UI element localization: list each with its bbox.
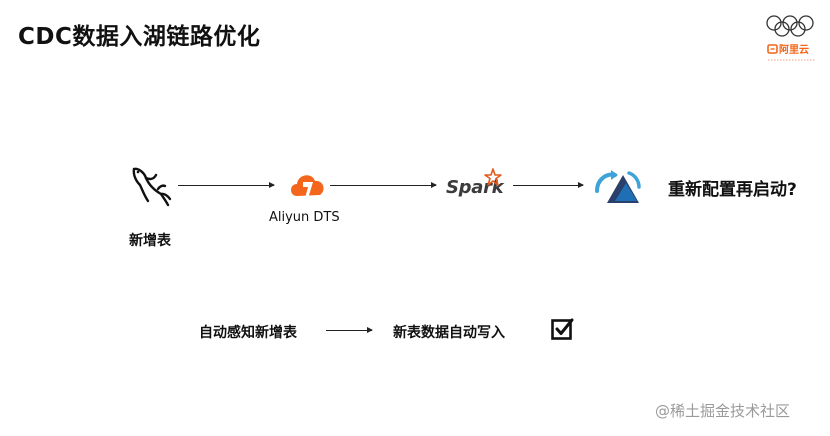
olympic-rings-icon: 阿里云	[766, 15, 815, 61]
arrow-mysql-to-dts	[178, 182, 275, 188]
page-title: CDC数据入湖链路优化	[18, 24, 261, 50]
auto-write-label: 新表数据自动写入	[393, 325, 505, 341]
restart-question: 重新配置再启动?	[668, 180, 797, 200]
aliyun-brand-text: 阿里云	[779, 44, 809, 56]
aliyun-dts-cloud-icon	[291, 175, 324, 202]
dts-label: Aliyun DTS	[269, 210, 340, 225]
restart-cycle-icon	[595, 170, 641, 203]
arrow-detect-to-write	[326, 327, 373, 333]
aliyun-logo: 阿里云	[760, 12, 822, 68]
spark-star-icon	[484, 168, 502, 186]
arrow-spark-to-restart	[513, 182, 584, 188]
arrow-dts-to-spark	[330, 182, 437, 188]
auto-detect-label: 自动感知新增表	[199, 325, 297, 341]
watermark: @稀土掘金技术社区	[655, 402, 791, 420]
aliyun-brand-mark	[767, 44, 778, 54]
new-table-label: 新增表	[129, 233, 171, 249]
mysql-dolphin-icon	[132, 167, 172, 207]
checkbox-checked-icon	[551, 318, 574, 340]
